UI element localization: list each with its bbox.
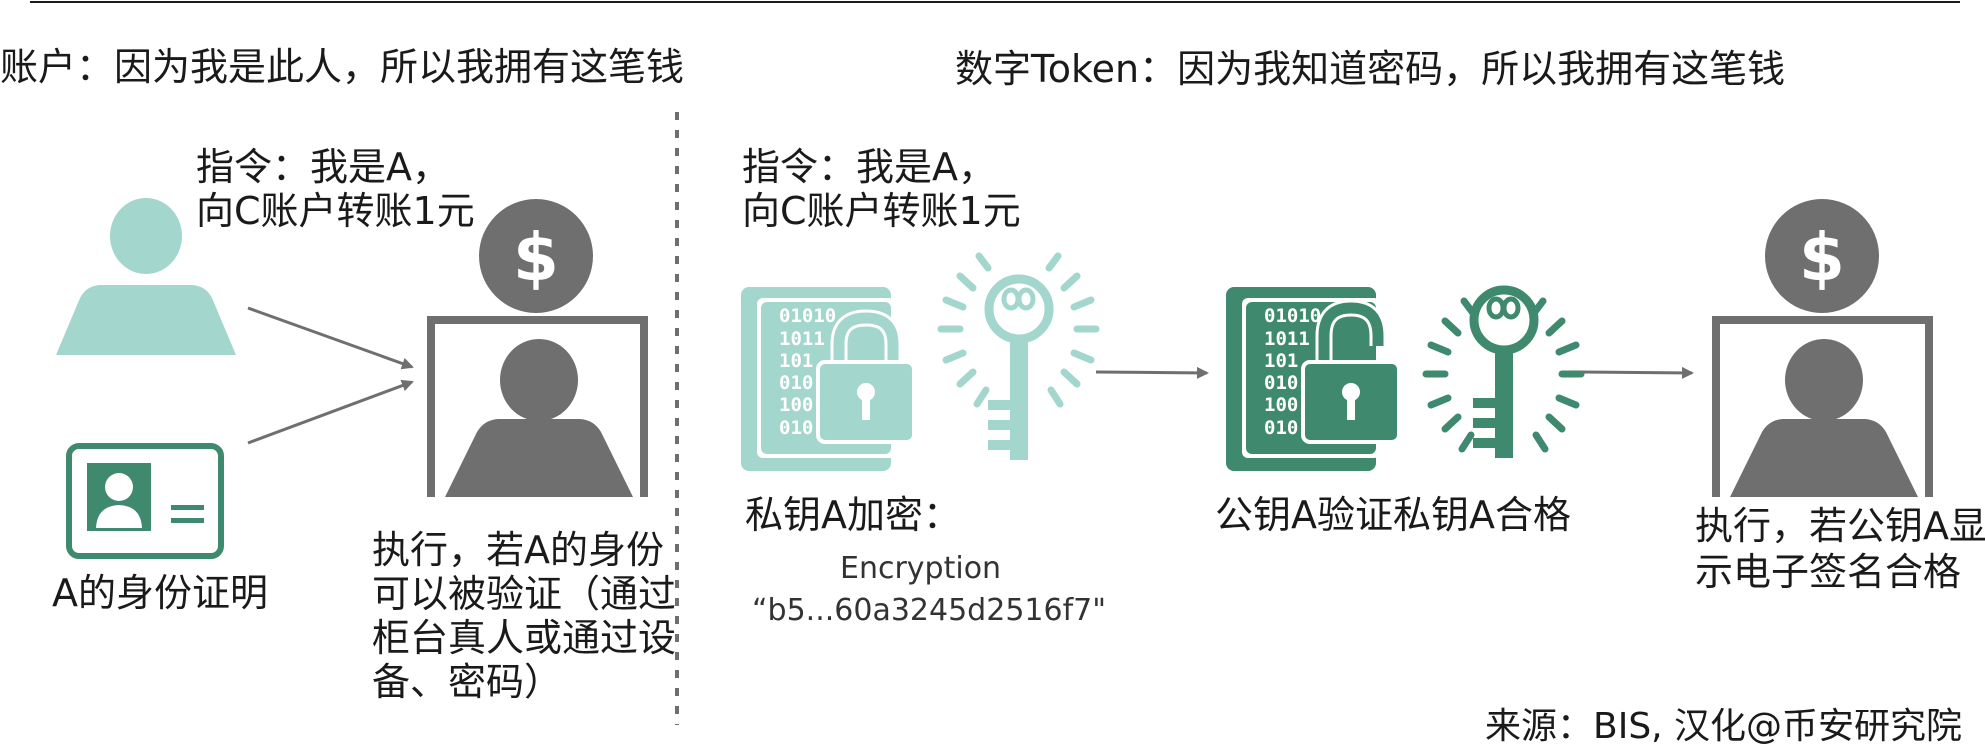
left-instruction-line-1: 指令：我是A， xyxy=(196,145,450,189)
encryption-value: “b5...60a3245d2516f7" xyxy=(752,593,1107,628)
person-a-icon xyxy=(56,198,236,355)
encrypt-label: 私钥A加密： xyxy=(745,493,961,537)
left-exec-line-4: 备、密码） xyxy=(372,660,563,704)
svg-text:010: 010 xyxy=(779,372,813,394)
right-instruction-line-1: 指令：我是A， xyxy=(742,145,996,189)
left-heading: 账户：因为我是此人，所以我拥有这笔钱 xyxy=(0,45,685,89)
left-exec-line-3: 柜台真人或通过设 xyxy=(372,616,677,660)
right-instruction-line-2: 向C账户转账1元 xyxy=(742,189,1021,233)
right-dollar-icon: $ xyxy=(1765,199,1879,313)
right-dollar-symbol: $ xyxy=(1799,219,1845,296)
encrypt-to-verify-arrow xyxy=(1095,366,1209,379)
svg-text:01010: 01010 xyxy=(1264,305,1321,327)
left-dollar-symbol: $ xyxy=(513,219,559,296)
svg-text:101: 101 xyxy=(1264,350,1298,372)
left-dollar-icon: $ xyxy=(479,199,593,313)
person-a-arrow xyxy=(247,306,414,370)
svg-text:1011: 1011 xyxy=(1264,328,1310,350)
encryption-word: Encryption xyxy=(840,551,1002,586)
open-lock-icon xyxy=(1301,299,1401,444)
public-key-icon xyxy=(1422,285,1585,458)
svg-text:010: 010 xyxy=(779,417,813,439)
verified-binary-text: 01010 1011 101 010 100 010 xyxy=(1264,305,1321,439)
right-exec-line-2: 示电子签名合格 xyxy=(1695,550,1962,594)
verify-label: 公钥A验证私钥A合格 xyxy=(1215,493,1571,537)
closed-lock-icon xyxy=(816,309,916,444)
right-heading: 数字Token：因为我知道密码，所以我拥有这笔钱 xyxy=(955,47,1786,91)
left-frame xyxy=(427,316,648,497)
source-note: 来源：BIS, 汉化@币安研究院 xyxy=(1485,706,1963,747)
svg-text:01010: 01010 xyxy=(779,305,836,327)
verify-to-exec-arrow xyxy=(1580,366,1694,379)
id-card-arrow xyxy=(247,379,414,445)
id-card-label: A的身份证明 xyxy=(52,571,268,615)
right-account-holder-icon xyxy=(1730,339,1918,497)
left-exec-line-1: 执行，若A的身份 xyxy=(372,528,664,572)
svg-text:101: 101 xyxy=(779,350,813,372)
svg-text:010: 010 xyxy=(1264,417,1298,439)
left-account-holder-icon xyxy=(445,339,633,497)
left-instruction-line-2: 向C账户转账1元 xyxy=(196,189,475,233)
right-exec-line-1: 执行，若公钥A显 xyxy=(1695,504,1985,548)
left-exec-line-2: 可以被验证（通过 xyxy=(372,572,677,616)
id-card-icon xyxy=(66,443,224,559)
svg-text:100: 100 xyxy=(1264,394,1298,416)
svg-text:100: 100 xyxy=(779,394,813,416)
right-frame xyxy=(1712,316,1933,497)
private-key-icon xyxy=(937,252,1100,460)
svg-text:010: 010 xyxy=(1264,372,1298,394)
encrypted-binary-text: 01010 1011 101 010 100 010 xyxy=(779,305,836,439)
svg-text:1011: 1011 xyxy=(779,328,825,350)
